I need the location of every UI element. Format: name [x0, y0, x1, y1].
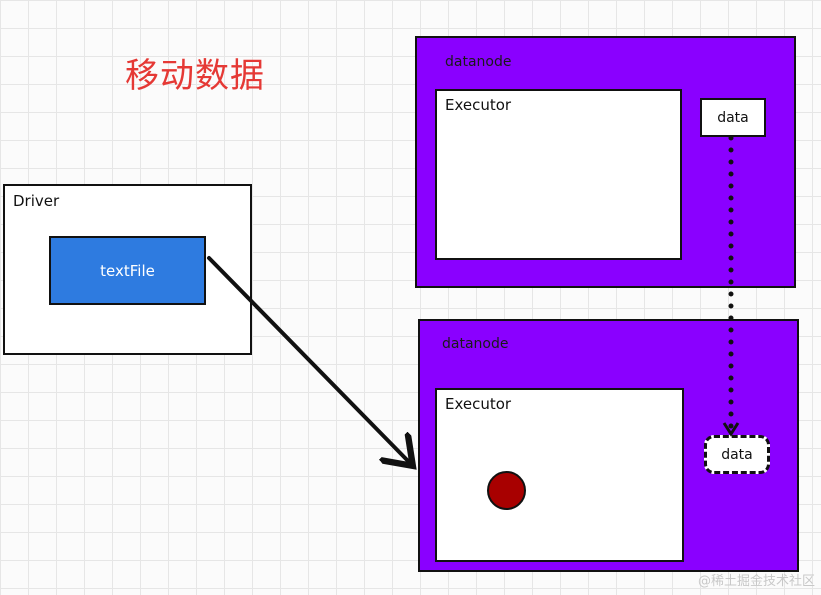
executor-top: Executor: [435, 89, 682, 260]
datanode-top-label: datanode: [445, 54, 512, 70]
driver-label: Driver: [13, 192, 60, 210]
data-chip-moved: data: [704, 435, 770, 474]
datanode-bottom-label: datanode: [442, 336, 509, 352]
data-chip-source: data: [700, 98, 766, 137]
watermark: @稀土掘金技术社区: [697, 574, 815, 589]
textfile-box: textFile: [49, 236, 206, 305]
executor-top-label: Executor: [445, 96, 512, 114]
diagram-title: 移动数据: [125, 56, 265, 96]
executor-bottom: Executor: [435, 388, 684, 562]
driver-box: Driver textFile: [3, 184, 252, 355]
datanode-bottom: datanode Executor data: [418, 319, 799, 572]
move-code-arrow: [207, 256, 410, 463]
executor-bottom-label: Executor: [445, 395, 512, 413]
data-transfer-arrowhead: [722, 422, 740, 437]
task-dot: [487, 471, 526, 510]
